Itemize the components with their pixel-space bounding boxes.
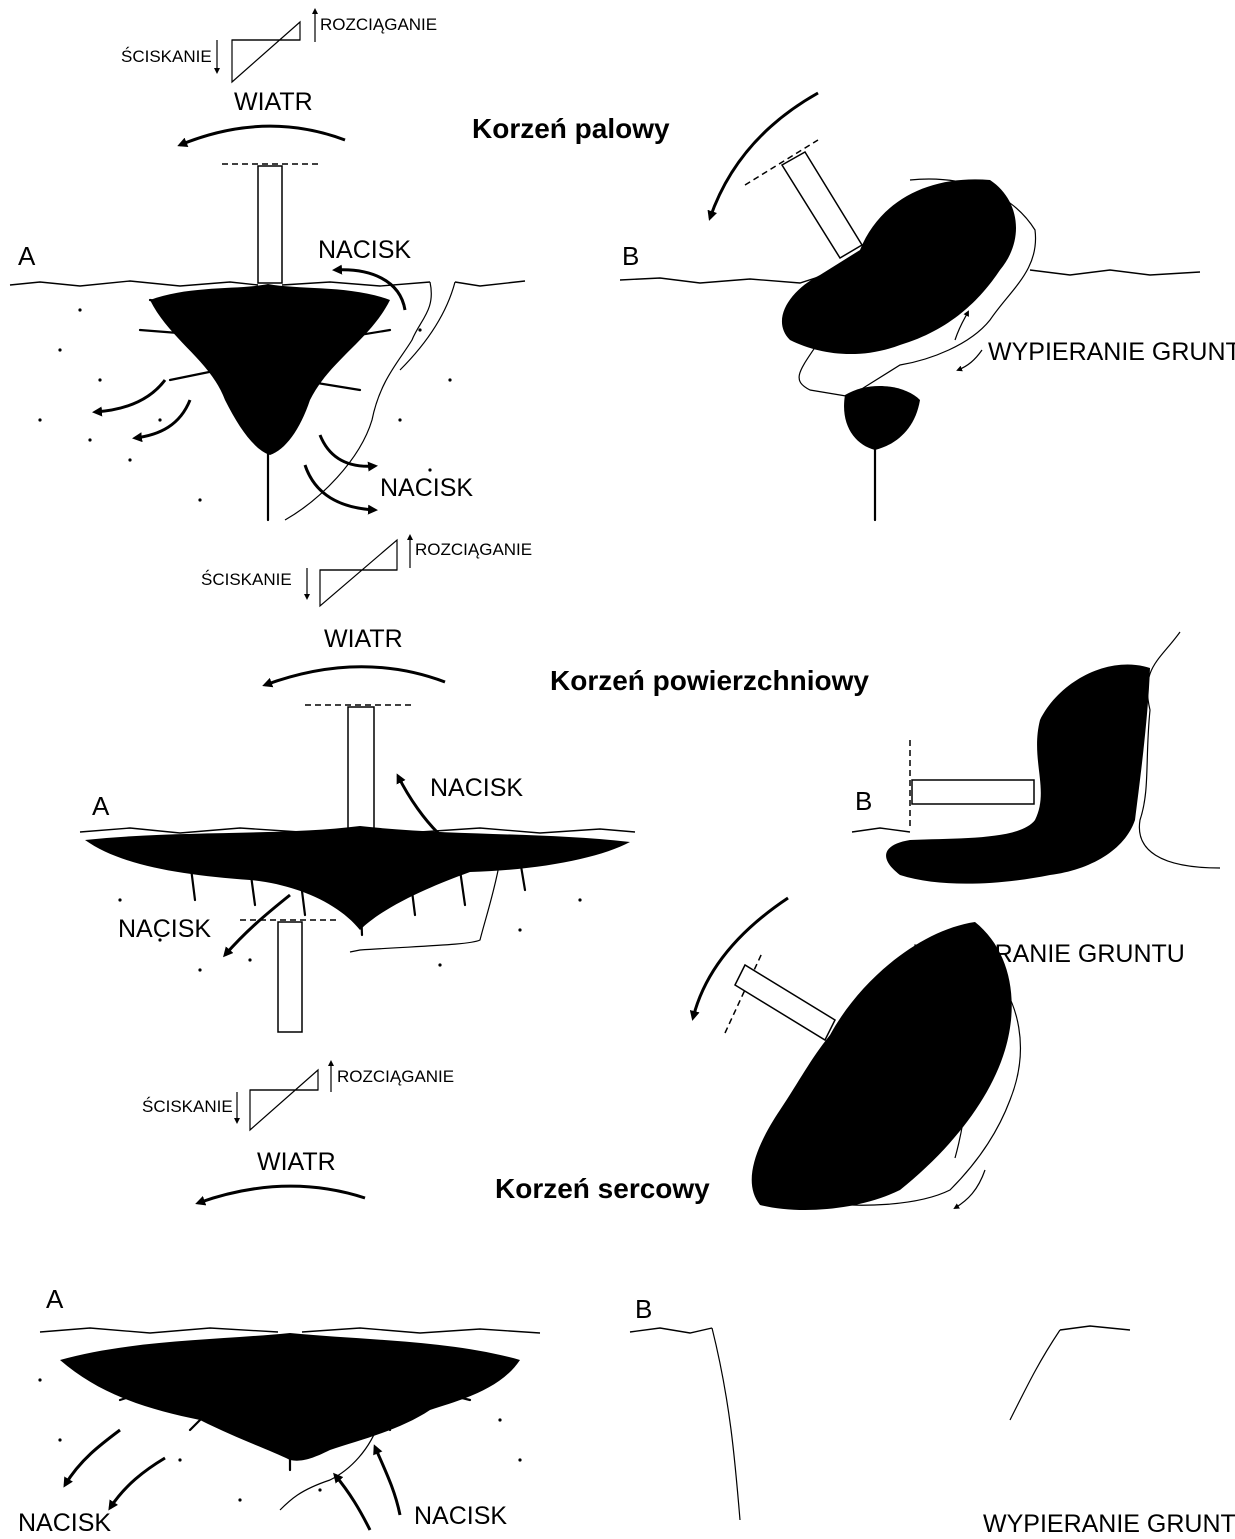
panel-a: A NACISK NACISK	[80, 705, 635, 982]
nacisk-label-2: NACISK	[118, 915, 211, 943]
trunk	[278, 922, 302, 1032]
wind-label: WIATR	[234, 88, 313, 116]
wind-arrow	[180, 126, 345, 145]
trunk	[258, 166, 282, 283]
trunk	[735, 965, 835, 1040]
wind-label: WIATR	[257, 1148, 336, 1176]
wypieranie-label: WYPIERANIE GRUNTU	[988, 338, 1235, 366]
tension-label: ROZCIĄGANIE	[320, 15, 437, 34]
taproot-mass	[140, 284, 390, 520]
panel-a: A NACISK NACISK	[18, 920, 540, 1537]
heart-root-mass	[60, 1333, 520, 1470]
nacisk-label-2: NACISK	[380, 474, 473, 502]
upturned-root-plate	[886, 665, 1150, 884]
trunk	[348, 707, 374, 831]
uprooted-heart-root-mass	[752, 922, 1012, 1210]
panel-letter: A	[92, 791, 110, 821]
panel-b: B WYPIERANIE GRUNTU	[630, 898, 1235, 1538]
wypieranie-label: WYPIERANIE GRUNTU	[983, 1510, 1235, 1538]
tension-label: ROZCIĄGANIE	[415, 540, 532, 559]
panel-letter: A	[18, 241, 36, 271]
section-title: Korzeń palowy	[472, 113, 670, 144]
section-title: Korzeń sercowy	[495, 1173, 710, 1204]
nacisk-label-2: NACISK	[414, 1502, 507, 1530]
tension-label: ROZCIĄGANIE	[337, 1067, 454, 1086]
compression-label: ŚCISKANIE	[201, 570, 292, 589]
section-taproot: Korzeń palowy ŚCISKANIE ROZCIĄGANIE WIAT…	[10, 10, 1235, 520]
section-surface-root: Korzeń powierzchniowy ŚCISKANIE ROZCIĄGA…	[80, 536, 1220, 982]
stress-diagram: ŚCISKANIE ROZCIĄGANIE	[121, 10, 437, 82]
nacisk-label-1: NACISK	[430, 774, 523, 802]
panel-a: A NACISK NACISK	[10, 164, 525, 520]
uprooted-root-mass	[782, 179, 1016, 520]
trunk	[782, 152, 862, 258]
stress-diagram: ŚCISKANIE ROZCIĄGANIE	[201, 536, 532, 606]
compression-label: ŚCISKANIE	[142, 1097, 233, 1116]
nacisk-label-1: NACISK	[18, 1509, 111, 1537]
panel-b: B WYPIERANIE GRUNTU	[620, 93, 1235, 520]
panel-letter: A	[46, 1284, 64, 1314]
panel-letter: B	[635, 1294, 652, 1324]
section-heart-root: Korzeń sercowy ŚCISKANIE ROZCIĄGANIE WIA…	[18, 898, 1235, 1538]
wind-arrow	[198, 1186, 365, 1203]
wind-label: WIATR	[324, 625, 403, 653]
wind-arrow	[265, 667, 445, 685]
compression-label: ŚCISKANIE	[121, 47, 212, 66]
stress-diagram: ŚCISKANIE ROZCIĄGANIE	[142, 1062, 454, 1130]
panel-letter: B	[855, 786, 872, 816]
section-title: Korzeń powierzchniowy	[550, 665, 869, 696]
nacisk-label-1: NACISK	[318, 236, 411, 264]
trunk	[912, 780, 1034, 804]
panel-letter: B	[622, 241, 639, 271]
panel-b: B WYPIERANIE GRUNTU	[852, 632, 1220, 968]
